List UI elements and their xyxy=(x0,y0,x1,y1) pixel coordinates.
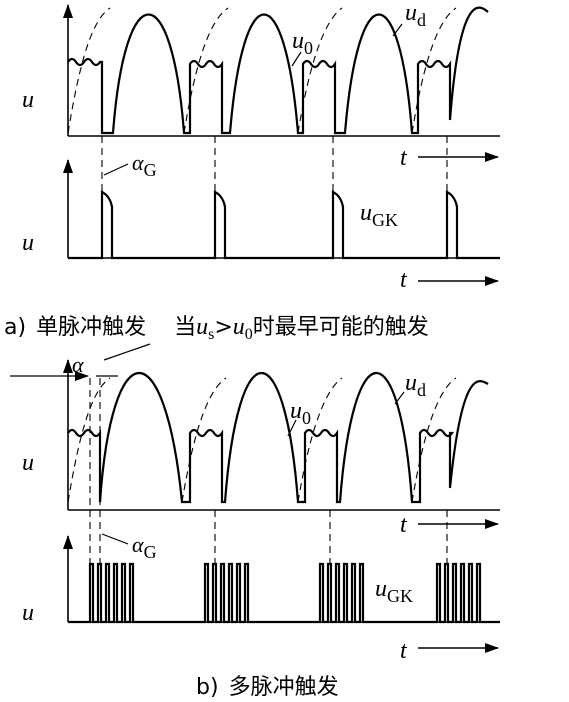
panel-b-output-voltage-curve xyxy=(67,371,489,504)
panel-b-alphaG-leader xyxy=(101,533,129,545)
panel-b-gate-pulse-train xyxy=(68,562,500,624)
panel-b-top-axis-label: u xyxy=(22,450,34,476)
panel-a-ud-label: ud xyxy=(405,0,426,30)
panel-b-alphaG-label: αG xyxy=(132,532,157,562)
panel-b-ud-leader xyxy=(394,391,405,405)
panel-a-u0-leader xyxy=(291,51,302,67)
panel-b-bottom-axis-label: u xyxy=(22,600,34,626)
panel-a-alphaG-leader xyxy=(103,163,129,176)
panel-a-ud-leader xyxy=(392,23,403,37)
panel-b-ugk-label: uGK xyxy=(375,576,413,606)
panel-b-rectified-dashed-curve xyxy=(67,377,457,503)
panel-b-ud-label: ud xyxy=(405,370,426,400)
panel-b-caption: b)多脉冲触发 xyxy=(196,675,339,700)
panel-a-rectified-dashed-curve xyxy=(67,7,457,134)
panel-b-alpha-label: α xyxy=(72,352,84,377)
panel-a-bottom-time-label: t xyxy=(400,267,408,293)
panel-a-caption: a)单脉冲触发当us>u0时最早可能的触发 xyxy=(4,314,429,343)
panel-a-ugk-label: uGK xyxy=(360,200,398,230)
panel-a-gate-pulse-train xyxy=(68,190,500,260)
panel-b-gate-pulse-path xyxy=(68,562,500,624)
panel-b-u0-label: u0 xyxy=(290,398,311,428)
panel-a-output-voltage-curve xyxy=(67,6,489,135)
panel-b-top-time-label: t xyxy=(400,512,408,538)
panel-a-bottom-axis-label: u xyxy=(22,230,34,256)
panel-b-u0-leader xyxy=(287,419,297,437)
panel-a: u u t t u0 ud αG uGK a)单脉冲触发当us>u0时最早可能的… xyxy=(4,0,500,343)
panel-a-top-time-label: t xyxy=(400,145,408,171)
panel-a-top-axis-label: u xyxy=(22,87,34,113)
panel-b-alpha-leader xyxy=(103,343,151,361)
panel-a-u0-label: u0 xyxy=(292,28,313,58)
panel-b: u u t t α u0 ud αG uGK b)多脉冲触发 xyxy=(10,343,500,700)
panel-a-alphaG-label: αG xyxy=(132,150,157,180)
panel-b-bottom-time-label: t xyxy=(400,638,408,664)
